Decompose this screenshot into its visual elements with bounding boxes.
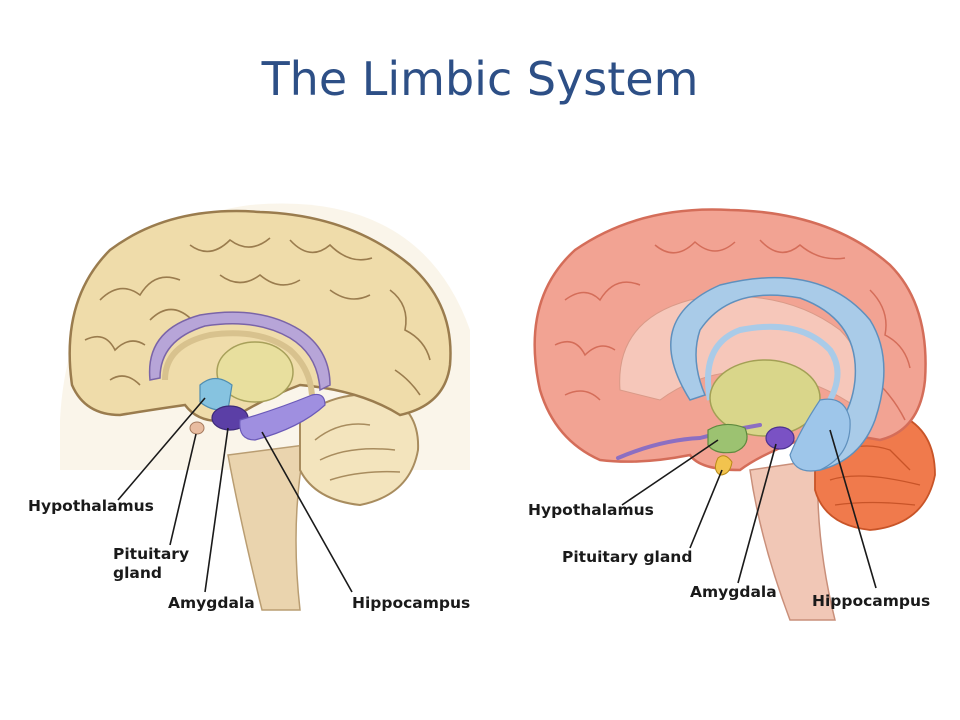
right-amygdala: [765, 426, 795, 450]
left-pituitary: [189, 421, 205, 435]
left-label-hippocampus: Hippocampus: [352, 594, 471, 612]
right-label-hippocampus: Hippocampus: [812, 592, 931, 610]
left-cingulate-band: [148, 311, 331, 392]
left-brainstem: [227, 444, 306, 611]
right-brainstem: [749, 459, 836, 621]
left-label-amygdala: Amygdala: [168, 594, 255, 612]
left-label-hypothalamus: Hypothalamus: [28, 497, 154, 515]
right-label-pituitary-gland: Pituitary gland: [562, 548, 693, 566]
page-title: The Limbic System: [261, 52, 699, 106]
right-pituitary: [714, 455, 733, 476]
right-thalamus: [709, 359, 821, 437]
right-brain-diagram: [533, 208, 936, 621]
right-label-amygdala: Amygdala: [690, 583, 777, 601]
left-thalamus: [216, 341, 294, 403]
left-brain-diagram: [60, 203, 470, 611]
right-label-hypothalamus: Hypothalamus: [528, 501, 654, 519]
left-label-pituitary-gland: Pituitary gland: [113, 545, 190, 582]
left-hippocampus: [239, 393, 326, 441]
right-hippocampus: [789, 398, 851, 472]
right-hypothalamus: [707, 423, 748, 454]
